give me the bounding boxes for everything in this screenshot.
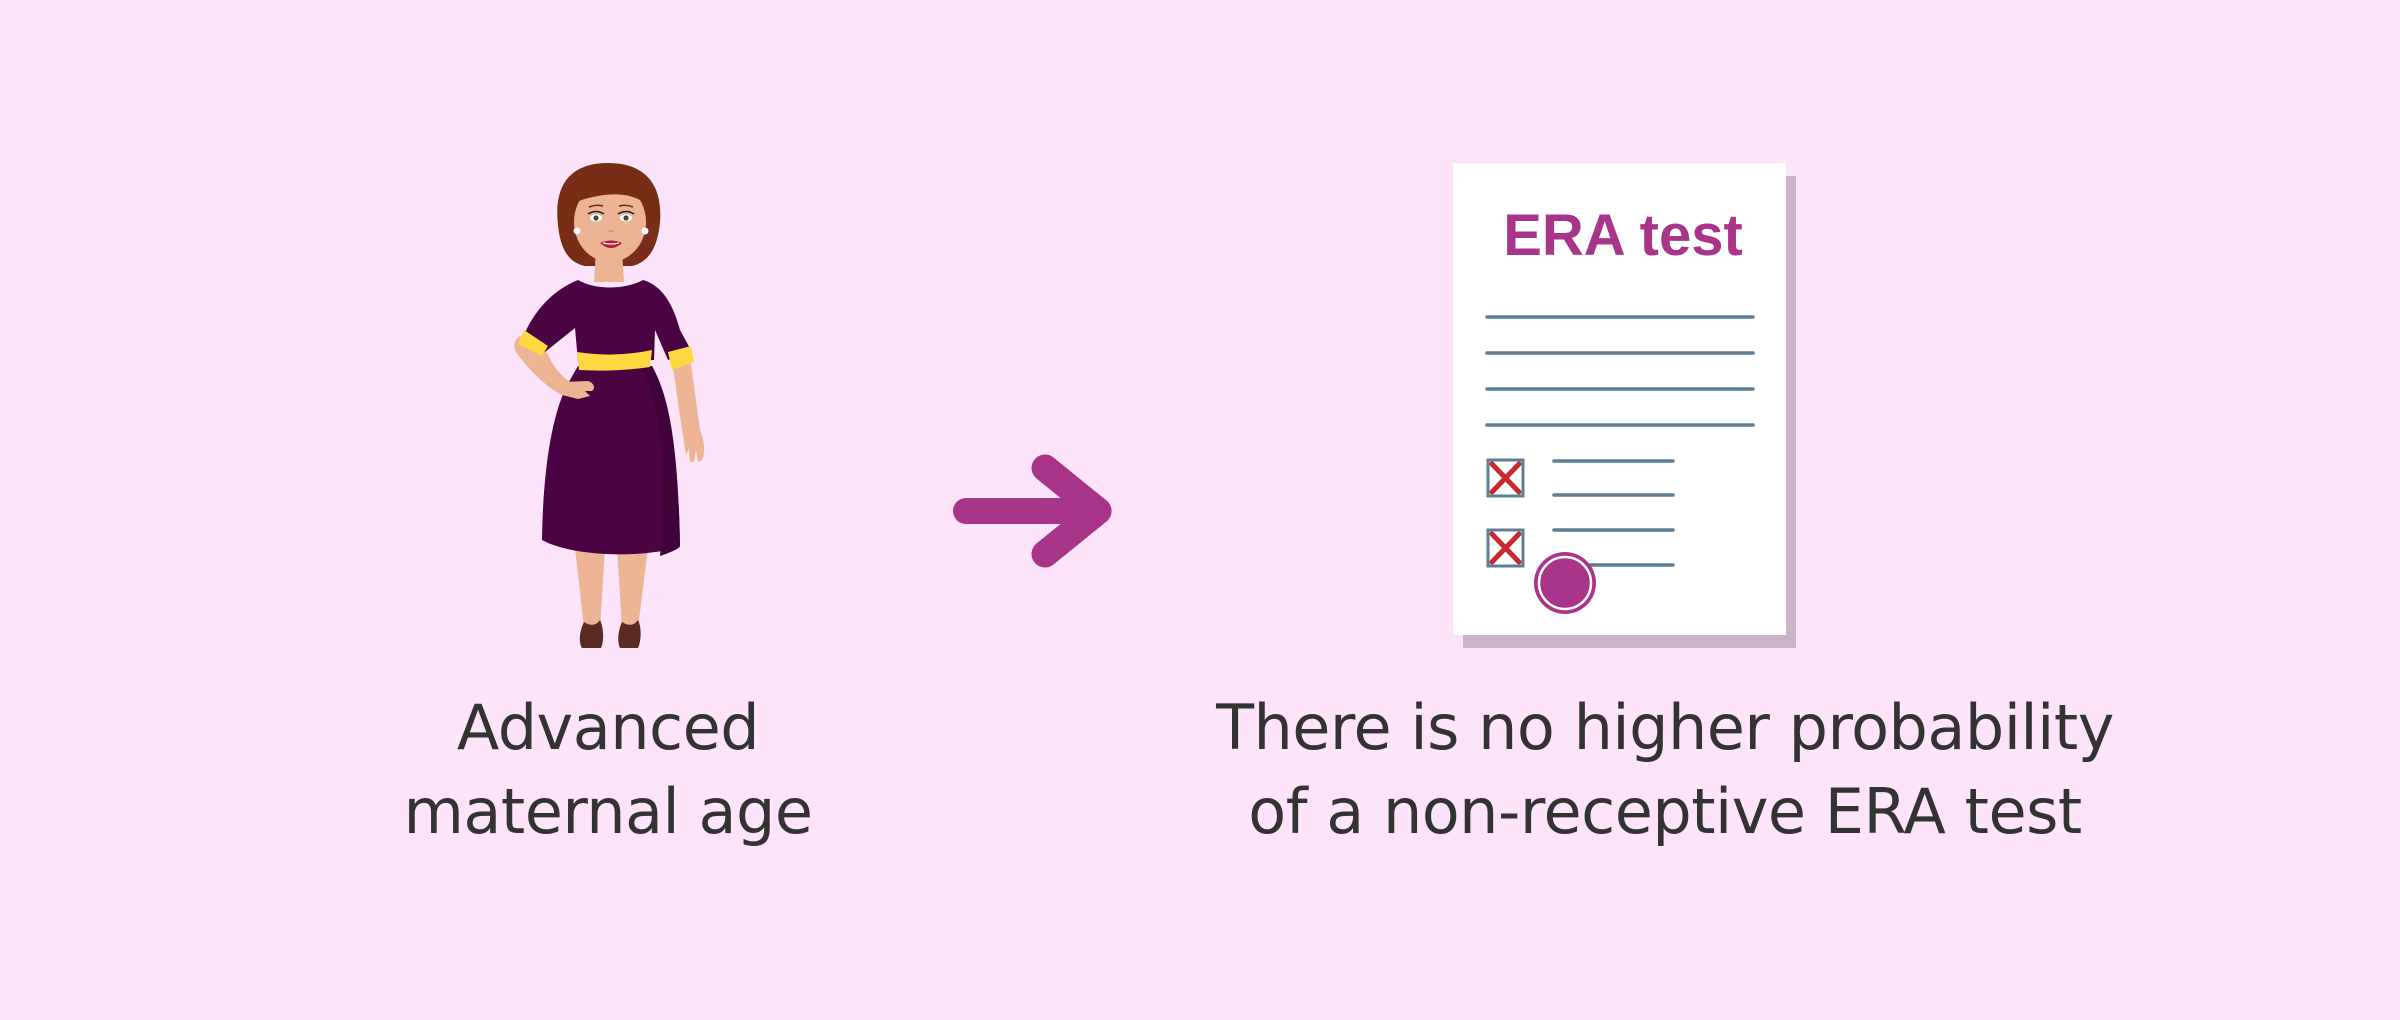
leg-right (617, 548, 648, 628)
hair-fringe (570, 169, 652, 210)
caption-era-result: There is no higher probability of a non-… (1165, 686, 2165, 854)
leg-left (575, 548, 605, 628)
hair-right-side (646, 186, 658, 250)
dress-bodice (522, 280, 692, 362)
checklist-item (1486, 458, 1675, 498)
woman-icon (514, 163, 705, 648)
arm-right (672, 356, 705, 462)
face (574, 182, 646, 262)
sleeve-cuff-left (518, 330, 548, 356)
earring-right (641, 227, 649, 235)
caption-advanced-maternal-age: Advanced maternal age (308, 686, 908, 854)
caption-line: There is no higher probability (1216, 691, 2114, 764)
caption-line: maternal age (403, 775, 813, 848)
arrow-right-icon (953, 454, 1112, 568)
dress-skirt (542, 366, 680, 555)
document-text-lines (1485, 315, 1755, 427)
hand-on-hip (562, 381, 595, 399)
document-icon: ERA test (1453, 163, 1796, 648)
shoe-right (618, 620, 641, 648)
stamp-icon (1534, 552, 1596, 614)
cross-icon (1489, 461, 1522, 495)
belt (577, 350, 652, 371)
sleeve-cuff-right (668, 346, 694, 370)
document-title: ERA test (1503, 203, 1743, 268)
cross-icon (1489, 531, 1522, 565)
caption-line: of a non-receptive ERA test (1248, 775, 2082, 848)
caption-line: Advanced (456, 691, 760, 764)
hair-left-side (560, 186, 574, 250)
shoe-left (579, 620, 604, 648)
earring-left (573, 227, 581, 235)
